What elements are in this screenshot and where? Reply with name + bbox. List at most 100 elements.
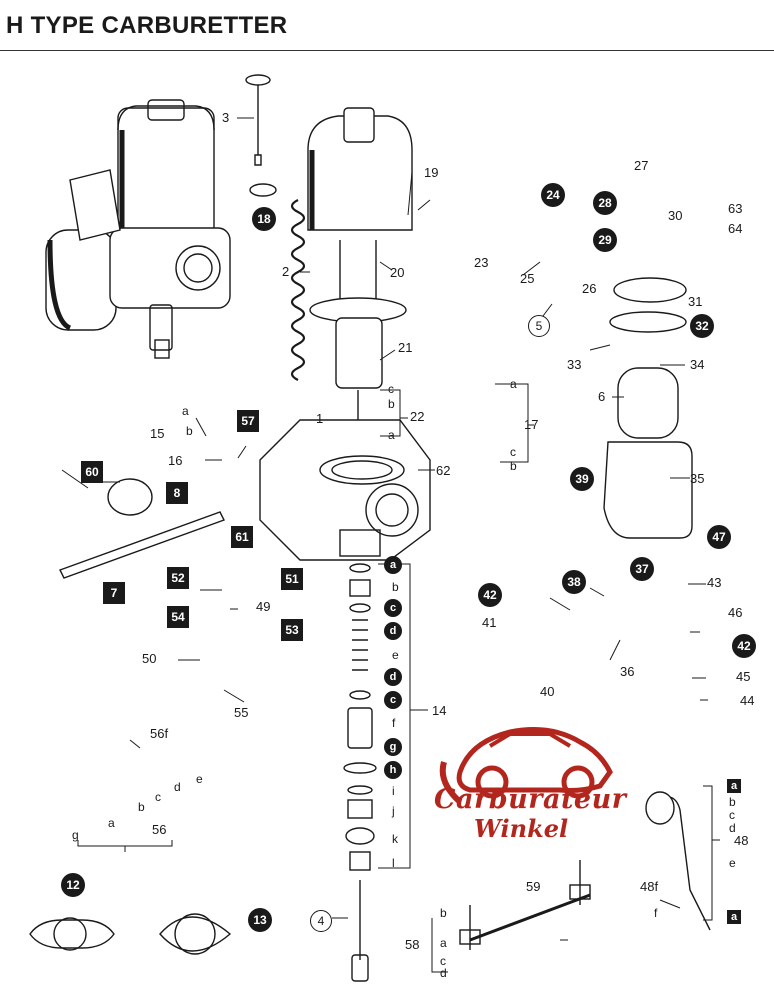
sub-g-56: g — [72, 828, 79, 842]
sub-i-14: i — [392, 784, 395, 798]
callout-38: 38 — [562, 570, 586, 594]
label-45: 45 — [736, 669, 751, 684]
title-divider — [0, 50, 774, 51]
sub-c-22: c — [388, 382, 394, 396]
callout-37: 37 — [630, 557, 654, 581]
jet-letter-c2: c — [384, 691, 402, 709]
label-49: 49 — [256, 599, 271, 614]
callout-47: 47 — [707, 525, 731, 549]
suction-chamber — [290, 107, 413, 440]
label-40: 40 — [540, 684, 555, 699]
sub-l-14: l — [392, 856, 395, 870]
label-19: 19 — [424, 165, 439, 180]
label-62: 62 — [436, 463, 451, 478]
label-48: 48 — [734, 833, 749, 848]
label-25: 25 — [520, 271, 535, 286]
label-6: 6 — [598, 389, 606, 404]
sub-a-56: a — [108, 816, 115, 830]
sub-a-15: a — [182, 404, 189, 418]
label-50: 50 — [142, 651, 157, 666]
label-33: 33 — [567, 357, 582, 372]
callout-7: 7 — [103, 582, 125, 604]
label-55: 55 — [234, 705, 249, 720]
sub-e-14: e — [392, 648, 399, 662]
sub-a-17: a — [510, 377, 517, 391]
label-48f: 48f — [640, 879, 659, 894]
jet-letter-a: a — [384, 556, 402, 574]
callout-4: 4 — [310, 910, 332, 932]
label-56: 56 — [152, 822, 167, 837]
label-14: 14 — [432, 703, 447, 718]
throttle-spindle — [59, 511, 225, 579]
callout-5: 5 — [528, 315, 550, 337]
callout-32: 32 — [690, 314, 714, 338]
label-46: 46 — [728, 605, 743, 620]
callout-52: 52 — [167, 567, 189, 589]
label-36: 36 — [620, 664, 635, 679]
bracket-lines — [77, 199, 720, 973]
label-31: 31 — [688, 294, 703, 309]
sub-b-48: b — [729, 795, 736, 809]
sub-d-56: d — [174, 780, 181, 794]
sub-k-14: k — [392, 832, 398, 846]
flange-gaskets — [29, 913, 232, 955]
label-2: 2 — [282, 264, 290, 279]
callout-28: 28 — [593, 191, 617, 215]
callout-8: 8 — [166, 482, 188, 504]
callout-42b: 42 — [732, 634, 756, 658]
sub-a-58: a — [440, 936, 447, 950]
jet-letter-d2: d — [384, 668, 402, 686]
label-44: 44 — [740, 693, 755, 708]
callout-18: 18 — [252, 207, 276, 231]
logo-text-line1: Carburateur — [434, 784, 627, 815]
lever-letter-a1: a — [727, 779, 741, 793]
assembled-carburettor — [45, 99, 231, 359]
callout-60: 60 — [81, 461, 103, 483]
page-title: H TYPE CARBURETTER — [6, 12, 288, 39]
label-35: 35 — [690, 471, 705, 486]
sub-e-48: e — [729, 856, 736, 870]
callout-39: 39 — [570, 467, 594, 491]
jet-assembly — [343, 563, 377, 982]
jet-letter-d1: d — [384, 622, 402, 640]
label-58: 58 — [405, 937, 420, 952]
sub-c-17: c — [510, 445, 516, 459]
label-21: 21 — [398, 340, 413, 355]
label-23: 23 — [474, 255, 489, 270]
label-22: 22 — [410, 409, 425, 424]
label-27: 27 — [634, 158, 649, 173]
label-30: 30 — [668, 208, 683, 223]
sub-e-56: e — [196, 772, 203, 786]
sub-c-56: c — [155, 790, 161, 804]
label-20: 20 — [390, 265, 405, 280]
jet-letter-h: h — [384, 761, 402, 779]
lever-letter-a2: a — [727, 910, 741, 924]
sub-b-56: b — [138, 800, 145, 814]
leader-lines — [61, 117, 708, 941]
sub-b-58: b — [440, 906, 447, 920]
label-41: 41 — [482, 615, 497, 630]
label-3: 3 — [222, 110, 230, 125]
callout-53: 53 — [281, 619, 303, 641]
label-15: 15 — [150, 426, 165, 441]
label-17: 17 — [524, 417, 539, 432]
sub-b-15: b — [186, 424, 193, 438]
sub-c-58: c — [440, 954, 446, 968]
label-26: 26 — [582, 281, 597, 296]
carburateur-winkel-logo — [439, 727, 613, 805]
callout-61: 61 — [231, 526, 253, 548]
label-34: 34 — [690, 357, 705, 372]
callout-24: 24 — [541, 183, 565, 207]
sub-b-17: b — [510, 459, 517, 473]
piston-damper — [245, 74, 277, 197]
callout-29: 29 — [593, 228, 617, 252]
fast-idle-lever — [645, 791, 711, 931]
sub-b-14: b — [392, 580, 399, 594]
callout-13: 13 — [248, 908, 272, 932]
sub-d-58: d — [440, 966, 447, 980]
callout-12: 12 — [61, 873, 85, 897]
label-64: 64 — [728, 221, 743, 236]
label-43: 43 — [707, 575, 722, 590]
jet-letter-c1: c — [384, 599, 402, 617]
